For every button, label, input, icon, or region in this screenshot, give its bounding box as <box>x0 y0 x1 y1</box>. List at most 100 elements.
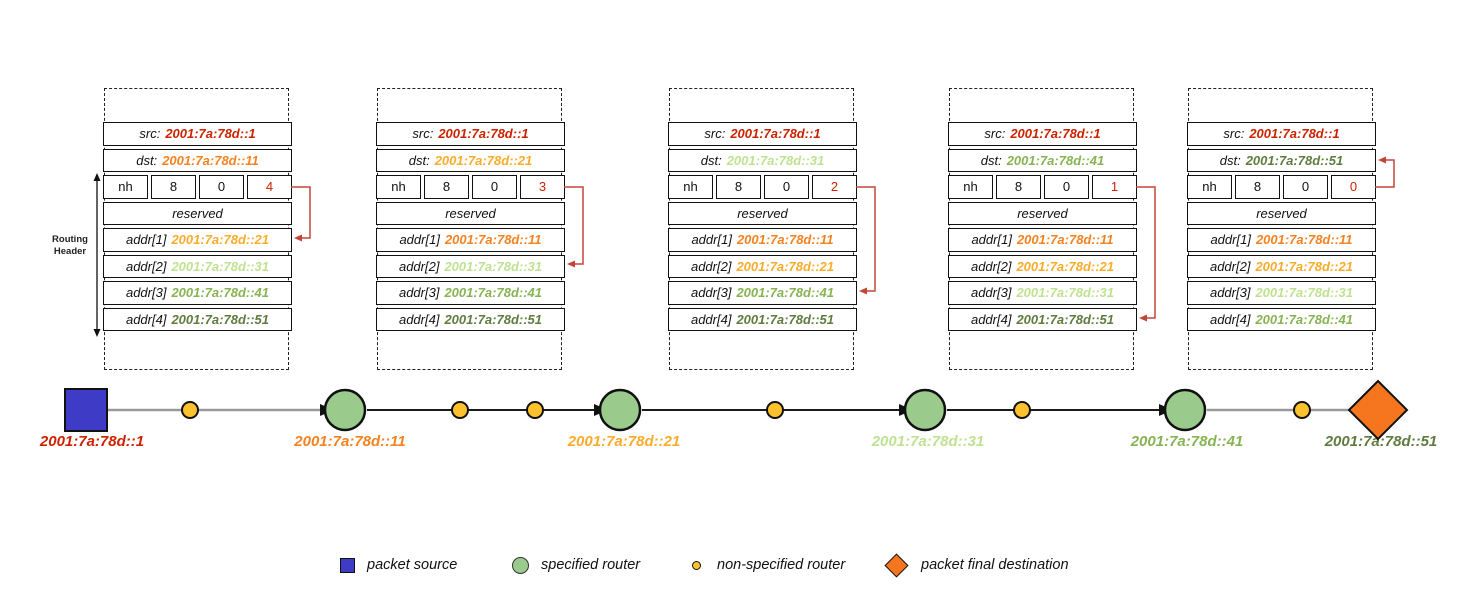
routing-type-cell: 0 <box>1283 175 1328 199</box>
addr-value: 2001:7a:78d::31 <box>444 258 543 274</box>
specified-router-icon <box>512 556 529 574</box>
node-label-router4: 2001:7a:78d::41 <box>1130 433 1244 450</box>
reserved-label: reserved <box>172 205 223 221</box>
dst-label: dst: <box>1219 152 1241 168</box>
addr-label: addr[3] <box>1209 285 1251 301</box>
dst-value: 2001:7a:78d::51 <box>1245 152 1344 168</box>
addr-label: addr[2] <box>970 258 1012 274</box>
addr-value: 2001:7a:78d::11 <box>1255 232 1353 248</box>
addr-label: addr[2] <box>398 258 440 274</box>
addr-label: addr[4] <box>125 311 167 327</box>
routing-header-fields-row: nh 8 0 1 <box>948 175 1137 199</box>
routing-header-bracket-arrow <box>93 173 101 337</box>
addr-label: addr[2] <box>690 258 732 274</box>
dst-label: dst: <box>136 152 158 168</box>
legend-label: packet source <box>367 557 458 573</box>
hdr-ext-len-cell: 8 <box>1235 175 1280 199</box>
dst-label: dst: <box>408 152 430 168</box>
addr-value: 2001:7a:78d::41 <box>1255 311 1354 327</box>
connector-hop1 <box>291 186 311 239</box>
packet-header-hop2: src: 2001:7a:78d::1 dst: 2001:7a:78d::21… <box>376 88 565 370</box>
routing-type-cell: 0 <box>199 175 244 199</box>
connector-hop4 <box>1136 186 1156 319</box>
addr-value: 2001:7a:78d::51 <box>444 311 543 327</box>
legend-item-packet-source: packet source <box>340 552 457 578</box>
addr-row-3: addr[3] 2001:7a:78d::41 <box>668 281 857 305</box>
non-specified-router-node <box>181 401 199 419</box>
addr-row-2: addr[2] 2001:7a:78d::21 <box>1187 254 1376 278</box>
packet-header-hop1: src: 2001:7a:78d::1 dst: 2001:7a:78d::11… <box>103 88 292 370</box>
reserved-label: reserved <box>1017 205 1068 221</box>
non-specified-router-node <box>1013 401 1031 419</box>
addr-row-4: addr[4] 2001:7a:78d::51 <box>376 307 565 331</box>
packet-rows: src: 2001:7a:78d::1 dst: 2001:7a:78d::31… <box>668 122 857 334</box>
node-label-source: 2001:7a:78d::1 <box>39 433 145 450</box>
arrowhead <box>320 404 334 416</box>
non-specified-router-node <box>526 401 544 419</box>
packet-rows: src: 2001:7a:78d::1 dst: 2001:7a:78d::21… <box>376 122 565 334</box>
addr-label: addr[3] <box>690 285 732 301</box>
addr-value: 2001:7a:78d::21 <box>171 232 270 248</box>
reserved-label: reserved <box>445 205 496 221</box>
reserved-row: reserved <box>948 201 1137 225</box>
specified-router-node-4 <box>1163 388 1207 432</box>
src-row: src: 2001:7a:78d::1 <box>948 122 1137 146</box>
reserved-row: reserved <box>376 201 565 225</box>
addr-value: 2001:7a:78d::51 <box>171 311 270 327</box>
addr-row-1: addr[1] 2001:7a:78d::11 <box>1187 228 1376 252</box>
dst-label: dst: <box>980 152 1002 168</box>
packet-rows: src: 2001:7a:78d::1 dst: 2001:7a:78d::41… <box>948 122 1137 334</box>
legend-item-specified-router: specified router <box>512 552 640 578</box>
packet-rows: src: 2001:7a:78d::1 dst: 2001:7a:78d::11… <box>103 122 292 334</box>
addr-row-3: addr[3] 2001:7a:78d::31 <box>1187 281 1376 305</box>
packet-destination-node <box>1347 379 1409 441</box>
connector-hop3 <box>856 186 876 292</box>
non-specified-router-icon <box>692 560 701 570</box>
arrowhead <box>1159 404 1173 416</box>
routing-header-fields-row: nh 8 0 3 <box>376 175 565 199</box>
packet-rows: src: 2001:7a:78d::1 dst: 2001:7a:78d::51… <box>1187 122 1376 334</box>
addr-row-4: addr[4] 2001:7a:78d::51 <box>948 307 1137 331</box>
addr-row-2: addr[2] 2001:7a:78d::31 <box>376 254 565 278</box>
specified-router-node-1 <box>323 388 367 432</box>
src-value: 2001:7a:78d::1 <box>1249 126 1340 142</box>
routing-type-cell: 0 <box>1044 175 1089 199</box>
packet-header-hop3: src: 2001:7a:78d::1 dst: 2001:7a:78d::31… <box>668 88 857 370</box>
addr-label: addr[1] <box>1210 232 1251 248</box>
non-specified-router-node <box>766 401 784 419</box>
addr-label: addr[1] <box>691 232 732 248</box>
hdr-ext-len-cell: 8 <box>151 175 196 199</box>
dst-row: dst: 2001:7a:78d::21 <box>376 148 565 172</box>
next-header-cell: nh <box>668 175 713 199</box>
connector-hop2 <box>564 186 584 265</box>
arrowhead <box>594 404 608 416</box>
non-specified-router-node <box>451 401 469 419</box>
addr-value: 2001:7a:78d::31 <box>1016 285 1115 301</box>
src-value: 2001:7a:78d::1 <box>1010 126 1101 142</box>
addr-value: 2001:7a:78d::31 <box>1255 285 1354 301</box>
addr-label: addr[2] <box>125 258 167 274</box>
routing-header-fields-row: nh 8 0 2 <box>668 175 857 199</box>
non-specified-router-node <box>1293 401 1311 419</box>
src-value: 2001:7a:78d::1 <box>438 126 529 142</box>
node-label-destination: 2001:7a:78d::51 <box>1324 433 1438 450</box>
connector-hop5 <box>1375 159 1395 188</box>
next-header-cell: nh <box>948 175 993 199</box>
addr-value: 2001:7a:78d::21 <box>736 258 835 274</box>
dst-row: dst: 2001:7a:78d::51 <box>1187 148 1376 172</box>
dst-value: 2001:7a:78d::41 <box>1006 152 1105 168</box>
addr-label: addr[1] <box>399 232 440 248</box>
dst-value: 2001:7a:78d::11 <box>162 152 259 168</box>
addr-row-1: addr[1] 2001:7a:78d::11 <box>376 228 565 252</box>
routing-header-label: Routing Header <box>52 234 88 257</box>
addr-row-3: addr[3] 2001:7a:78d::31 <box>948 281 1137 305</box>
addr-label: addr[4] <box>1209 311 1251 327</box>
src-row: src: 2001:7a:78d::1 <box>376 122 565 146</box>
addr-row-1: addr[1] 2001:7a:78d::11 <box>948 228 1137 252</box>
addr-value: 2001:7a:78d::41 <box>171 285 270 301</box>
src-label: src: <box>704 126 726 142</box>
reserved-label: reserved <box>737 205 788 221</box>
legend-item-non-specified-router: non-specified router <box>688 552 845 578</box>
network-path <box>107 404 1352 416</box>
